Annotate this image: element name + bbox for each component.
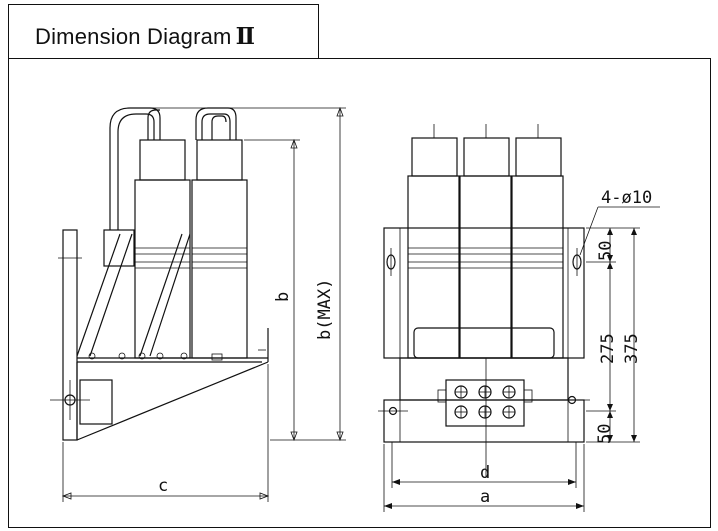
holes-label: 4-ø10 <box>601 188 652 208</box>
side-clamp <box>103 229 135 267</box>
side-base-bracket <box>76 328 269 441</box>
diagram-title-numeral: Ⅱ <box>235 23 256 50</box>
side-view: c b b(MAX) <box>50 106 346 502</box>
dimension-d: d <box>391 442 577 488</box>
dimension-d-label: d <box>480 463 490 483</box>
dimension-c: c <box>61 364 270 502</box>
dim-275-label: 275 <box>598 333 618 364</box>
dim-50-bottom-label: 50 <box>595 424 615 444</box>
front-base <box>378 357 590 443</box>
holes-callout: 4-ø10 <box>579 188 660 256</box>
dimension-b-label: b <box>273 292 293 302</box>
front-view: 4-ø10 50 275 375 50 <box>378 124 660 512</box>
side-mount-plate <box>62 229 78 441</box>
front-lower-block <box>413 327 555 359</box>
dimension-b-max: b(MAX) <box>150 106 346 442</box>
dimension-b-max-label: b(MAX) <box>315 279 335 340</box>
dimension-a: a <box>383 444 585 512</box>
dimension-b: b <box>244 138 300 442</box>
side-cylinder-1 <box>134 139 191 359</box>
right-dimensions: 50 275 375 50 <box>586 227 642 444</box>
dim-50-top-label: 50 <box>596 241 616 261</box>
diagram-title-text: Dimension Diagram <box>35 24 232 49</box>
front-terminal-block <box>437 379 533 427</box>
side-cables <box>109 107 237 230</box>
side-cylinder-2 <box>191 139 248 359</box>
front-terminals-top <box>411 124 562 177</box>
front-cylinders <box>407 175 564 359</box>
dim-375-label: 375 <box>622 333 642 364</box>
drawing-frame <box>8 58 711 528</box>
dimension-a-label: a <box>480 487 490 507</box>
dimension-c-label: c <box>158 476 168 496</box>
side-terminal-box <box>79 379 113 425</box>
